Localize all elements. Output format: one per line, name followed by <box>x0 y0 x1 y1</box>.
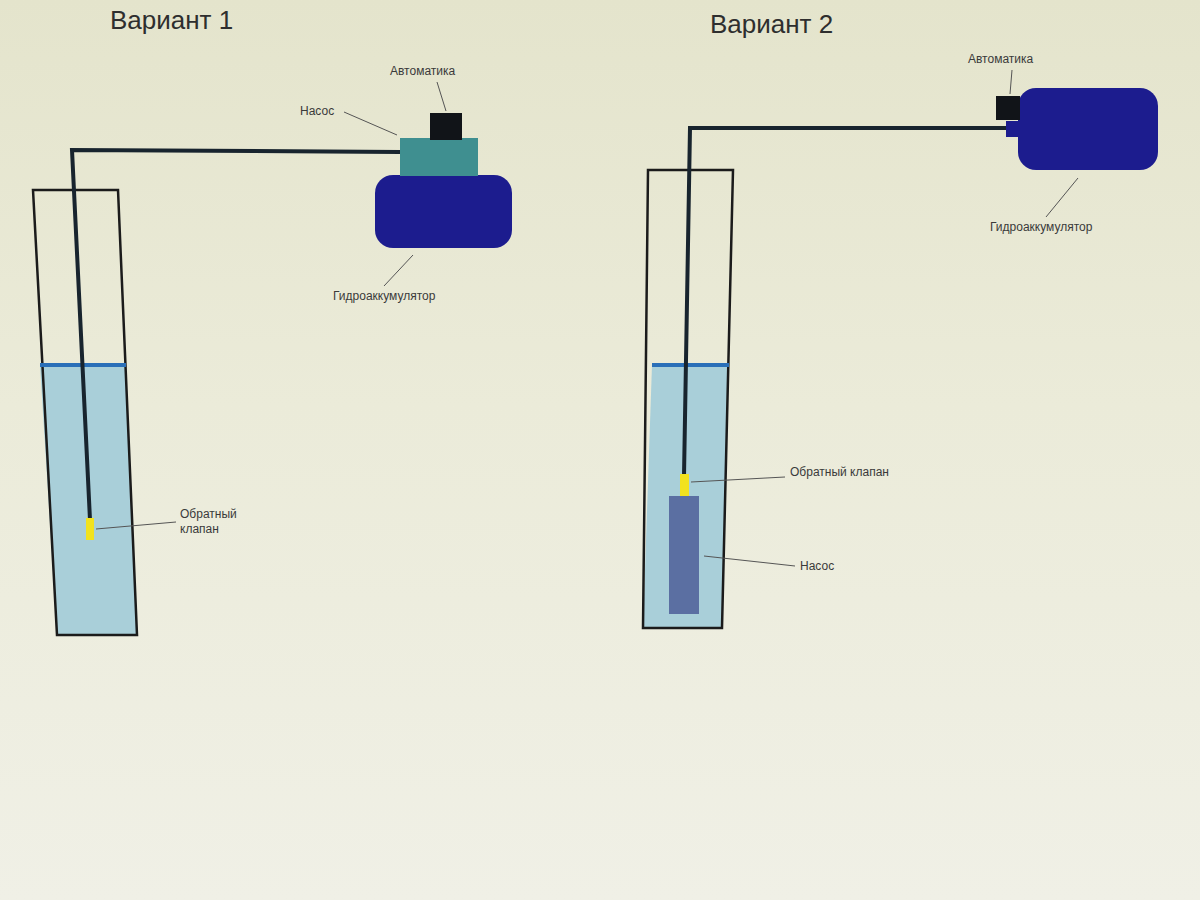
callout-label: Гидроаккумулятор <box>990 220 1092 235</box>
accumulator <box>1018 88 1158 170</box>
check-valve <box>86 518 94 540</box>
pipe <box>72 150 400 520</box>
variant-title: Вариант 2 <box>710 8 833 41</box>
automation-unit <box>996 96 1020 120</box>
accumulator <box>375 175 512 248</box>
variant-title: Вариант 1 <box>110 4 233 37</box>
leader-lines <box>691 70 1078 566</box>
leader-lines <box>96 82 446 529</box>
callout-label: Обратный клапан <box>790 465 889 480</box>
check-valve <box>680 474 689 496</box>
callout-label: Обратный клапан <box>180 507 246 537</box>
callout-label: Автоматика <box>390 64 455 79</box>
water-level <box>652 363 729 367</box>
callout-label: Насос <box>300 104 334 119</box>
callout-label: Гидроаккумулятор <box>333 289 435 304</box>
pipe-fitting <box>1006 121 1022 137</box>
submersible-pump <box>669 496 699 614</box>
callout-label: Насос <box>800 559 834 574</box>
surface-pump <box>400 138 478 176</box>
automation-unit <box>430 113 462 140</box>
callout-label: Автоматика <box>968 52 1033 67</box>
pipe <box>684 128 1010 476</box>
